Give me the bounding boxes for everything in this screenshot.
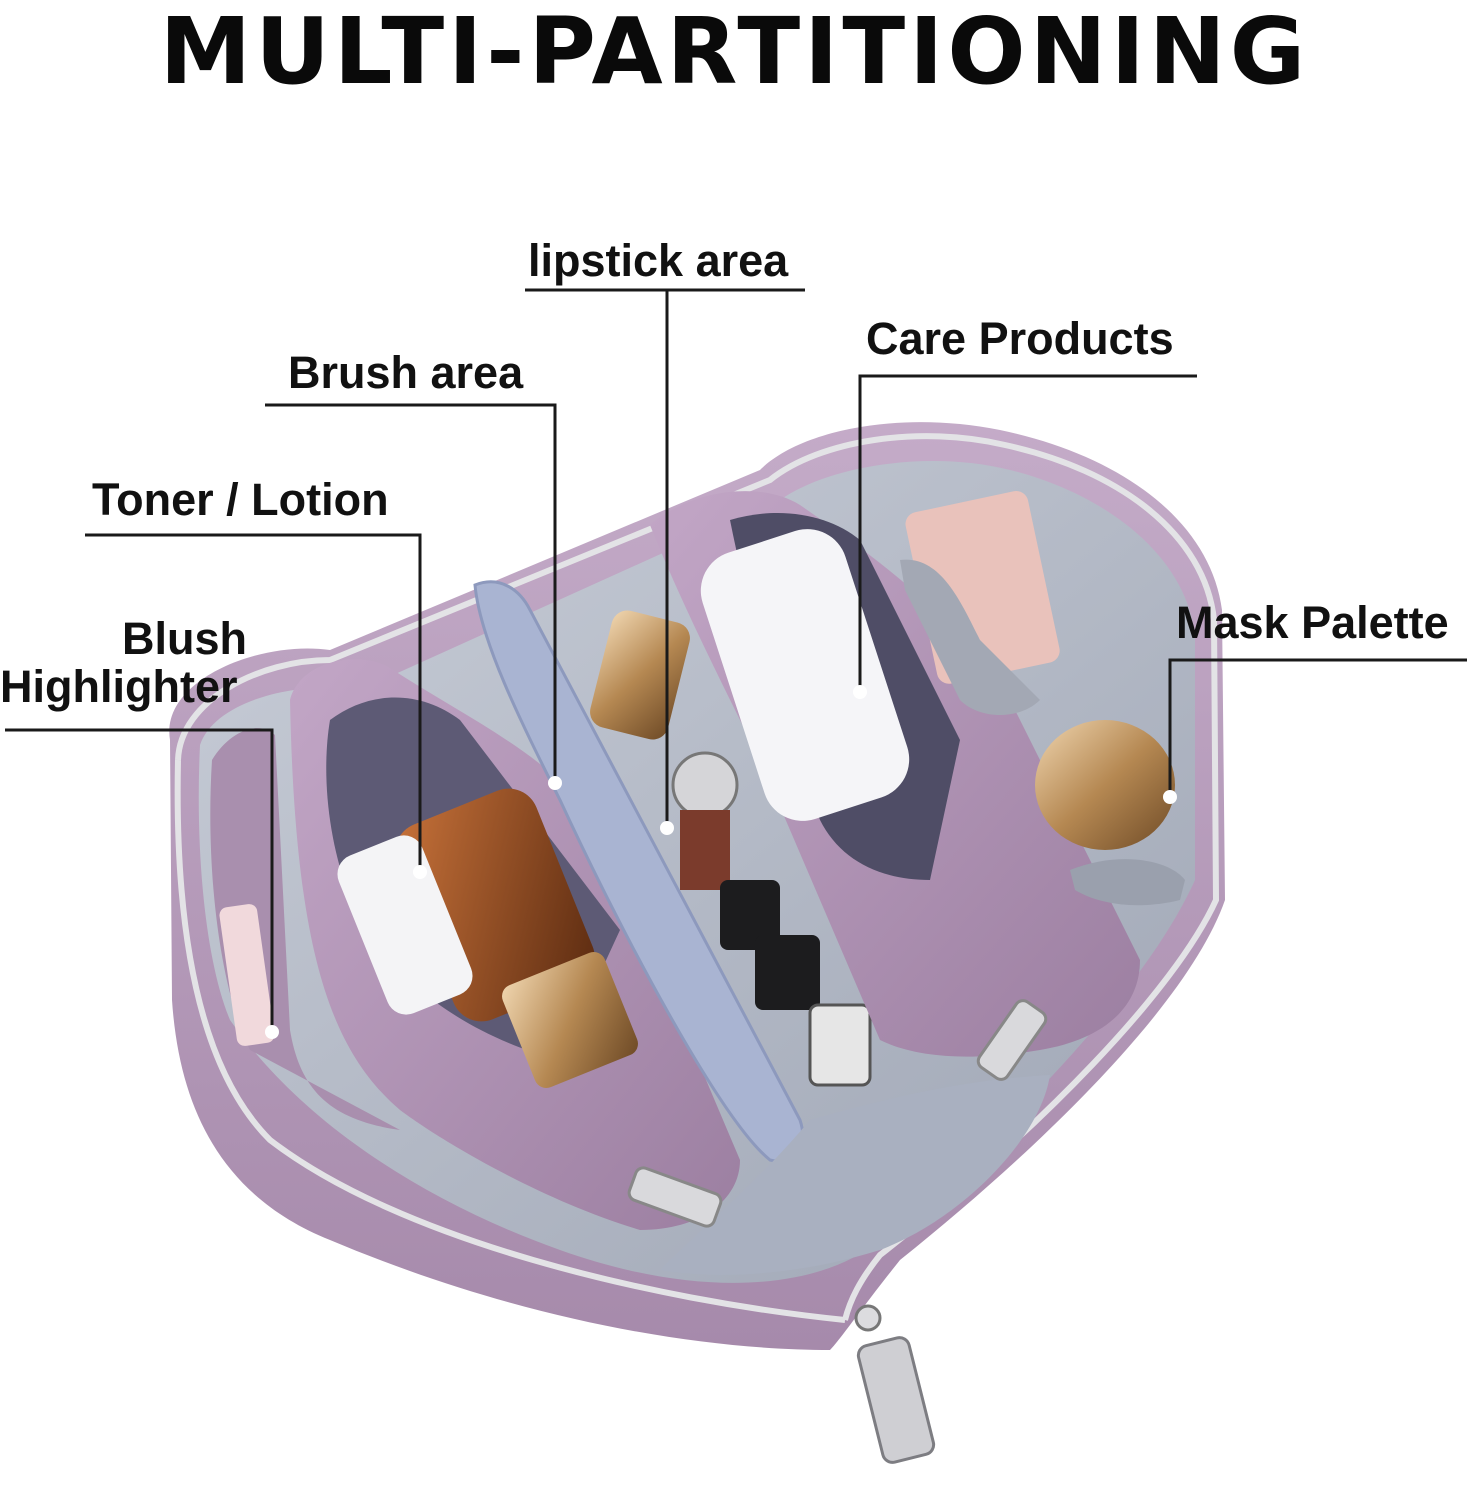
leader-line-mask — [1168, 658, 1467, 795]
label-mask-palette: Mask Palette — [1176, 597, 1449, 648]
leader-line-lipstick — [525, 288, 805, 825]
label-blush: Blush — [122, 613, 248, 664]
marker-mask — [1163, 790, 1177, 804]
label-care-products: Care Products — [866, 313, 1174, 364]
marker-care — [853, 685, 867, 699]
marker-lipstick — [660, 821, 674, 835]
label-toner-lotion: Toner / Lotion — [92, 474, 389, 525]
leader-line-blush — [5, 728, 274, 1030]
leader-line-toner — [85, 533, 422, 870]
marker-brush — [548, 776, 562, 790]
label-highlighter: Highlighter — [0, 661, 238, 712]
lipstick-divider — [473, 580, 805, 1163]
page-title: MULTI-PARTITIONING — [159, 0, 1310, 105]
marker-blush — [265, 1025, 279, 1039]
label-brush-area: Brush area — [288, 347, 524, 398]
leader-line-care — [858, 374, 1197, 690]
leader-line-brush — [265, 403, 557, 780]
front-lining — [660, 1075, 1050, 1275]
marker-toner — [413, 865, 427, 879]
label-lipstick-area: lipstick area — [528, 235, 789, 286]
